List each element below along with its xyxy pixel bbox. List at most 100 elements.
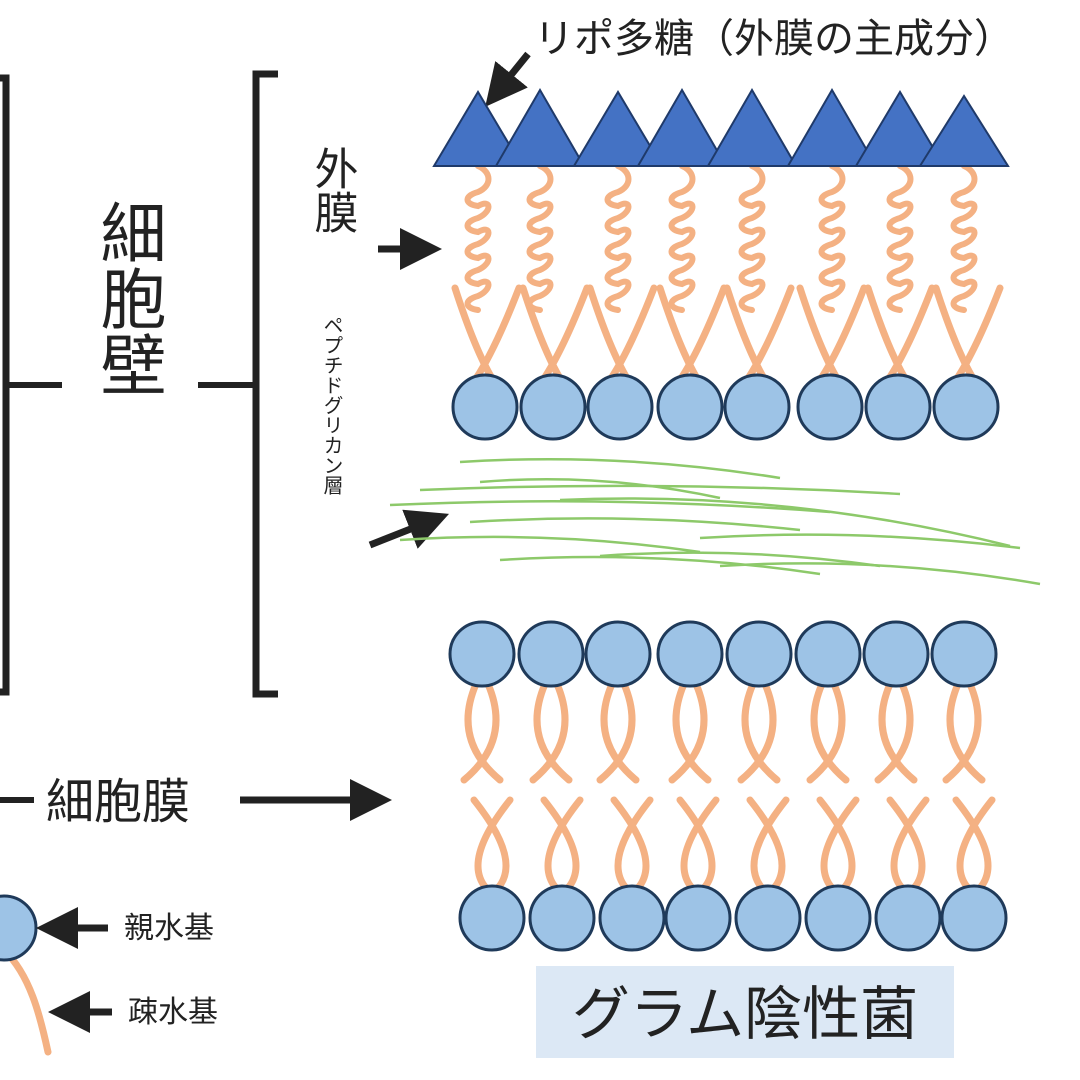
outer-tail [656,284,702,384]
cell-membrane-tail [942,680,982,784]
lps-sugar-chain [738,163,766,313]
peptidoglycan-strand [559,497,1011,548]
left-bracket [0,74,10,696]
cell-membrane-tail [820,796,860,892]
cell-membrane-heads-bottom [458,884,1008,952]
lps-triangle [918,94,1010,167]
cell-membrane-tail [878,680,918,784]
cell-membrane-head [664,884,732,952]
outer-membrane-head [451,373,519,441]
cell-membrane-head [804,884,872,952]
outer-membrane-head [723,373,791,441]
cell-membrane-head [734,884,802,952]
outer-membrane-head [656,373,724,441]
cell-membrane-tails [460,680,996,892]
cell-membrane-tail [746,796,786,892]
cell-membrane-head [725,620,793,688]
hydrophobic-label: 疎水基 [128,995,218,1030]
lps-triangle [494,88,586,167]
lps-sugar-chains [464,163,978,313]
cell-membrane-tail [544,796,584,892]
outer-membrane-tails [451,284,1004,384]
cell-membrane-tail [614,796,654,892]
cell-membrane-head [874,884,942,952]
cell-membrane-head [584,620,652,688]
cell-membrane-tail [874,680,914,784]
lps-triangle [432,90,524,167]
cell-membrane-heads-top [448,620,998,688]
outer-membrane-heads [451,373,1000,441]
lps-label: リポ多糖（外膜の主成分） [534,16,1014,62]
cell-membrane-tail [750,796,790,892]
peptidoglycan-strand [599,551,881,568]
cell-membrane-tail [672,680,712,784]
legend: 親水基 疎水基 [0,894,218,1056]
peptidoglycan-arrow [368,509,450,549]
lps-sugar-chain [464,163,492,313]
cell-membrane-tail [610,796,650,892]
cell-membrane-tail [741,680,781,784]
cell-membrane-head [940,884,1008,952]
cell-membrane-tail [816,796,856,892]
cell-membrane-tail [464,680,504,784]
peptidoglycan-strand [459,457,781,480]
outer-tail [816,284,868,384]
outer-membrane-head [519,373,587,441]
peptidoglycan-strand [469,517,801,532]
cell-membrane-head [528,884,596,952]
outer-tail [676,284,728,384]
outer-tail [884,284,936,384]
outer-tail [932,284,978,384]
cell-membrane-tail [806,680,846,784]
outer-tail [471,284,523,384]
outer-tail [539,284,591,384]
title-label: グラム陰性菌 [572,980,918,1048]
cell-membrane-tail [470,796,510,892]
outer-membrane-head [864,373,932,441]
cell-membrane-tail [668,680,708,784]
hydrophilic-label: 親水基 [124,911,214,946]
lps-sugar-chain [818,163,846,313]
outer-membrane-head [796,373,864,441]
cell-wall-bracket [252,70,278,698]
lps-arrow [485,51,531,107]
peptidoglycan-label: ペプチドグリカン層 [320,315,344,495]
cell-membrane-head [930,620,998,688]
cell-membrane-head [656,620,724,688]
outer-tail [723,284,769,384]
outer-tail [451,284,497,384]
cell-membrane-tail [600,680,640,784]
cell-membrane-head [862,620,930,688]
cell-wall-label: 細胞壁 [90,199,167,397]
cell-membrane-tail [596,680,636,784]
lps-triangle [854,90,946,167]
lps-sugar-chain [886,163,914,313]
cell-membrane-tail [737,680,777,784]
legend-tail [0,946,52,1056]
lps-triangle [786,88,878,167]
lps-sugar-chain [950,163,978,313]
outer-membrane-head [586,373,654,441]
lps-sugar-chain [668,163,696,313]
peptidoglycan-strands [389,457,1041,586]
peptidoglycan-strand [499,555,821,576]
cell-membrane-tail [952,796,992,892]
legend-head [0,894,38,962]
cell-membrane-tail [886,796,926,892]
outer-membrane-label: 外膜 [307,146,358,234]
lps-sugar-chain [604,163,632,313]
peptidoglycan-strand [479,478,721,500]
lps-triangles [432,88,1010,167]
cell-membrane-head [458,884,526,952]
lps-triangle [572,90,664,167]
cell-membrane-head [598,884,666,952]
outer-tail [743,284,795,384]
cell-membrane-tail [890,796,930,892]
cell-membrane-head [448,620,516,688]
cell-membrane-tail [460,680,500,784]
cell-membrane-tail [474,796,514,892]
outer-tail [586,284,632,384]
outer-tail [519,284,565,384]
title-box [536,966,954,1058]
